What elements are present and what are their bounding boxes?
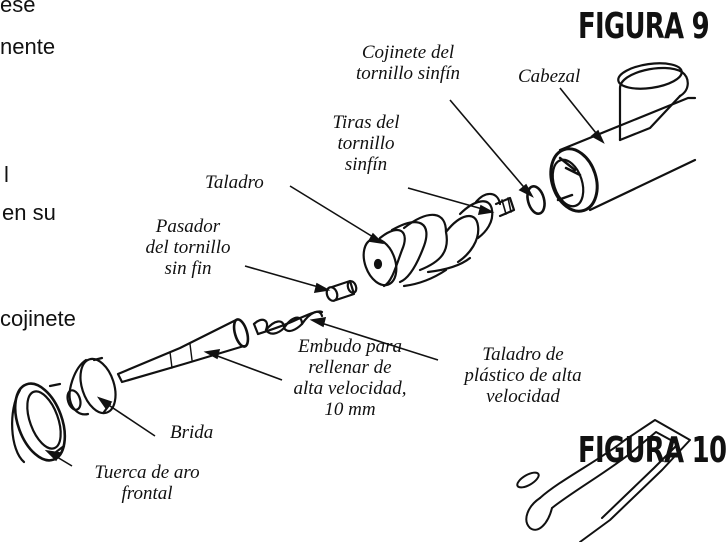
label-auger: Taladro — [205, 172, 264, 193]
label-screw-strips-line-1: Tiras del — [332, 112, 400, 133]
label-screw-pin-line-1: Pasador — [155, 216, 221, 237]
plastic-auger — [252, 310, 324, 336]
bearing-ring — [526, 185, 546, 215]
label-filling-funnel-line-3: alta velocidad, — [293, 378, 407, 399]
label-screw-bearing-line-1: Cojinete del — [361, 42, 455, 63]
label-plastic-auger: Taladro de plástico de alta velocidad — [438, 344, 608, 407]
label-filling-funnel: Embudo para rellenar de alta velocidad, … — [266, 336, 434, 420]
label-screw-strips-line-2: tornillo — [337, 133, 395, 154]
exploded-parts-drawing — [11, 62, 697, 542]
label-screw-bearing-line-2: tornillo sinfín — [356, 63, 460, 84]
figure-10-wire — [516, 419, 691, 542]
label-plastic-auger-line-3: velocidad — [486, 386, 560, 407]
label-plastic-auger-line-2: plástico de alta — [464, 365, 582, 386]
label-filling-funnel-line-4: 10 mm — [324, 399, 376, 420]
body-text-line-5: cojinete — [0, 306, 76, 331]
label-front-ring-nut: Tuerca de aro frontal — [72, 462, 222, 504]
label-screw-pin: Pasador del tornillo sin fin — [128, 216, 248, 279]
head-part — [549, 62, 697, 213]
flange — [66, 356, 117, 416]
label-screw-pin-line-3: sin fin — [164, 258, 212, 279]
label-flange: Brida — [170, 422, 214, 443]
figure-10-title: FIGURA 10 — [578, 430, 726, 471]
label-filling-funnel-line-2: rellenar de — [308, 357, 392, 378]
screw-pin — [325, 279, 358, 302]
label-front-ring-nut-line-2: frontal — [121, 483, 173, 504]
body-text-line-2: nente — [0, 34, 56, 59]
label-screw-strips-line-3: sinfín — [344, 154, 388, 175]
label-plastic-auger-line-1: Taladro de — [482, 344, 564, 365]
label-screw-bearing: Cojinete del tornillo sinfín — [338, 42, 478, 84]
label-front-ring-nut-line-1: Tuerca de aro — [94, 462, 200, 483]
body-text-line-4: en su — [2, 200, 56, 225]
figure-9-title: FIGURA 9 — [578, 6, 710, 47]
label-screw-pin-line-2: del tornillo — [145, 237, 231, 258]
front-ring-nut — [11, 382, 67, 464]
label-filling-funnel-line-1: Embudo para — [298, 336, 402, 357]
body-text-line-3: l — [4, 162, 9, 187]
body-text-line-1: ese — [0, 0, 36, 17]
filling-funnel — [116, 318, 250, 384]
label-head: Cabezal — [518, 66, 581, 87]
label-screw-strips: Tiras del tornillo sinfín — [316, 112, 416, 175]
